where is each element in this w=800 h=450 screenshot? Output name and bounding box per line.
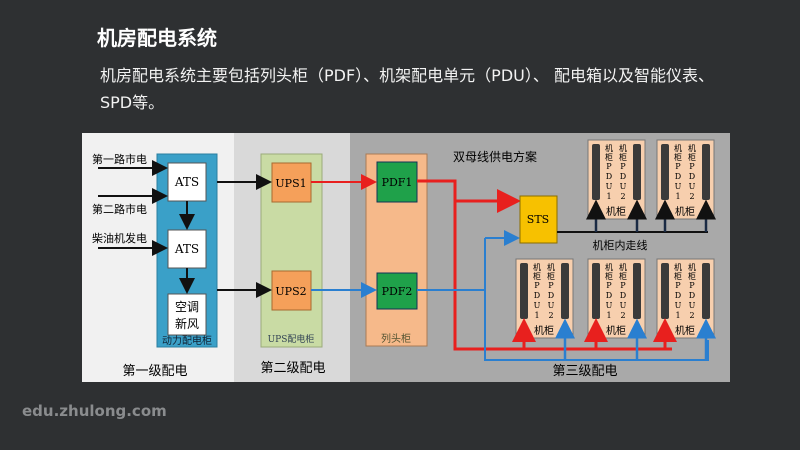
scheme-label: 双母线供电方案 [453, 149, 537, 164]
hvac-label-2: 新风 [175, 316, 199, 331]
ups-1-label: UPS1 [275, 177, 306, 190]
ups-cabinet-label: UPS配电柜 [268, 333, 315, 345]
pdu-strip [661, 144, 669, 200]
pdf-2 [376, 272, 418, 310]
pdf-cabinet-label: 列头柜 [381, 332, 411, 345]
pdu1-label: 机柜PDU1 [605, 262, 614, 321]
pdu1-label: 机柜PDU1 [533, 262, 542, 321]
pdu1-label: 机柜PDU1 [605, 143, 614, 202]
pdu1-label: 机柜PDU1 [674, 262, 683, 321]
pdu-strip [633, 263, 641, 319]
rack-label: 机柜 [606, 324, 626, 337]
rack-label: 机柜 [675, 324, 695, 337]
sts-switch [519, 195, 558, 244]
ats-2 [167, 229, 207, 269]
pdf-2-label: PDF2 [382, 285, 413, 298]
ats-2-label: ATS [174, 242, 199, 256]
slide-subtitle: 机房配电系统主要包括列头柜（PDF）、机架配电单元（PDU）、 配电箱以及智能仪… [100, 66, 714, 112]
pdu-strip [702, 144, 710, 200]
input-grid-2: 第二路市电 [92, 202, 147, 216]
level3-label: 第三级配电 [552, 364, 617, 379]
ups-2 [271, 270, 312, 311]
sts-label: STS [527, 213, 549, 226]
pdu2-label: 机柜PDU2 [547, 262, 556, 321]
power-cabinet-label: 动力配电柜 [162, 334, 212, 347]
pdu-strip [633, 144, 641, 200]
pdu1-label: 机柜PDU1 [674, 143, 683, 202]
rack-label: 机柜 [675, 205, 695, 218]
hvac-box [167, 293, 207, 336]
hvac-label-1: 空调 [175, 300, 199, 314]
ats-1-label: ATS [174, 175, 199, 189]
ups-1 [271, 162, 312, 203]
level1-label: 第一级配电 [122, 364, 187, 379]
rack-label: 机柜 [606, 205, 626, 218]
wiring-label: 机柜内走线 [593, 238, 648, 252]
pdu2-label: 机柜PDU2 [619, 143, 628, 202]
bus-b-line [484, 238, 709, 361]
pdu-strip [702, 263, 710, 319]
level2-label: 第二级配电 [260, 361, 325, 376]
pdu-strip [592, 144, 600, 200]
pdu-strip [520, 263, 528, 319]
pdf-1-label: PDF1 [382, 176, 413, 189]
ats-1 [167, 162, 207, 202]
pdf-1 [376, 161, 418, 203]
input-grid-1: 第一路市电 [92, 152, 147, 166]
pdu2-label: 机柜PDU2 [688, 143, 697, 202]
pdu-strip [661, 263, 669, 319]
pdu-strip [592, 263, 600, 319]
ups-2-label: UPS2 [275, 285, 306, 298]
input-diesel: 柴油机发电 [92, 231, 147, 245]
pdu2-label: 机柜PDU2 [619, 262, 628, 321]
bus-a-line [417, 179, 672, 351]
pdu2-label: 机柜PDU2 [688, 262, 697, 321]
pdu-strip [561, 263, 569, 319]
slide-title: 机房配电系统 [97, 26, 217, 50]
rack-label: 机柜 [534, 324, 554, 337]
watermark: edu.zhulong.com [22, 402, 167, 420]
